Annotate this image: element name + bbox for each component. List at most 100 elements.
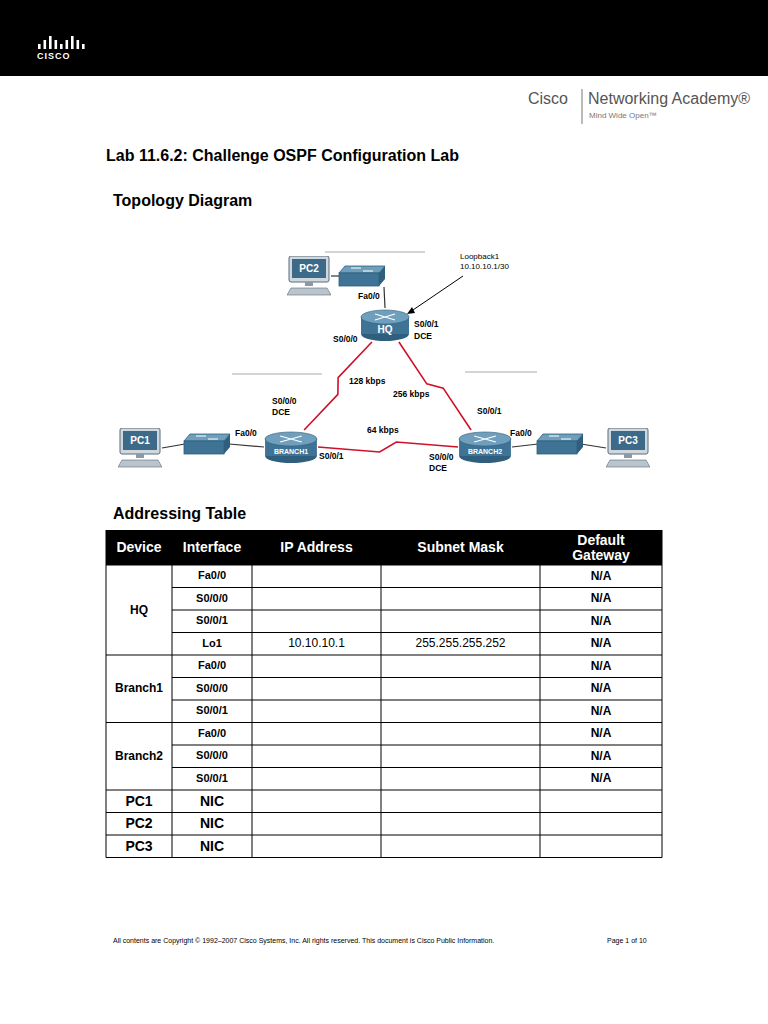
rect-shape — [82, 44, 85, 49]
device-cell: Branch1 — [106, 655, 172, 723]
router-icon: BRANCH1 — [264, 430, 318, 464]
rect-shape — [71, 36, 74, 49]
line-shape — [106, 565, 662, 566]
line-shape — [172, 610, 662, 611]
device-cell: PC2 — [106, 813, 172, 836]
device-cell: PC3 — [106, 835, 172, 858]
interface-cell: Fa0/0 — [172, 565, 252, 588]
cisco-logo-bars — [38, 36, 85, 49]
line-shape — [172, 530, 173, 858]
address-blank-lines — [232, 252, 537, 374]
line-shape — [581, 444, 606, 448]
port-label: Fa0/0 — [509, 429, 533, 439]
table-header-band — [106, 530, 662, 565]
interface-cell: NIC — [172, 813, 252, 836]
line-shape — [384, 287, 385, 308]
gateway-cell: N/A — [540, 633, 662, 656]
line-shape — [106, 857, 662, 858]
ip-cell: 10.10.10.1 — [252, 633, 381, 656]
rect-shape — [77, 40, 80, 49]
gateway-cell: N/A — [540, 678, 662, 701]
table-header-cell: Interface — [172, 530, 252, 565]
line-shape — [106, 655, 662, 656]
ip-address: 10.10.10.1/30 — [460, 262, 509, 271]
line-shape — [172, 677, 662, 678]
rect-shape — [44, 40, 47, 49]
switch-icon — [537, 434, 583, 454]
router-icon: BRANCH2 — [458, 430, 512, 464]
rect-shape — [66, 40, 69, 49]
gateway-cell: N/A — [540, 588, 662, 611]
pc-drawing — [287, 256, 331, 296]
line-shape — [106, 835, 662, 836]
interface-cell: S0/0/0 — [172, 678, 252, 701]
port-label: Fa0/0 — [234, 429, 258, 439]
ellipse-shape — [361, 310, 409, 324]
gateway-cell: N/A — [540, 723, 662, 746]
line-shape — [381, 530, 382, 858]
link-speed: 128 kbps — [348, 377, 386, 387]
interface-cell: S0/0/1 — [172, 610, 252, 633]
pc-name: PC2 — [287, 259, 331, 278]
router-icon: HQ — [360, 308, 410, 342]
brand-name: Cisco — [528, 90, 568, 108]
pc-name: PC1 — [118, 431, 162, 450]
interface-cell: S0/0/0 — [172, 588, 252, 611]
pc-drawing — [606, 428, 650, 468]
gateway-cell: N/A — [540, 565, 662, 588]
line-shape — [465, 372, 537, 373]
port-label: S0/0/1 — [318, 452, 345, 462]
router-drawing — [264, 430, 318, 464]
polygon-shape — [606, 460, 650, 467]
serial-link — [399, 342, 471, 430]
section-heading: Addressing Table — [113, 505, 246, 523]
page-number: Page 1 of 10 — [607, 937, 647, 945]
ellipse-shape — [459, 432, 511, 446]
line-shape — [512, 444, 538, 447]
rect-shape — [38, 44, 41, 49]
line-shape — [106, 722, 662, 723]
device-cell: HQ — [106, 565, 172, 655]
interface-cell: NIC — [172, 790, 252, 813]
gateway-cell: N/A — [540, 745, 662, 768]
pc-drawing — [118, 428, 162, 468]
dce-label: DCE — [428, 464, 448, 474]
pc-icon: PC2 — [287, 256, 331, 296]
pc-name: PC3 — [606, 431, 650, 450]
port-label: S0/0/1 — [413, 320, 440, 330]
router-name: BRANCH1 — [264, 443, 318, 459]
line-shape — [172, 587, 662, 588]
interface-cell: Fa0/0 — [172, 655, 252, 678]
port-label: Fa0/0 — [357, 292, 381, 302]
rect-shape — [305, 282, 313, 286]
header-bar — [0, 0, 768, 76]
gateway-cell: N/A — [540, 700, 662, 723]
lab-title: Lab 11.6.2: Challenge OSPF Configuration… — [106, 147, 459, 165]
interface-cell: S0/0/0 — [172, 745, 252, 768]
polygon-shape — [287, 288, 331, 295]
line-shape — [229, 444, 264, 447]
header-separator — [582, 89, 583, 124]
ellipse-shape — [265, 432, 317, 446]
polygon-shape — [407, 307, 415, 314]
table-header-cell: Device — [106, 530, 172, 565]
pc-icon: PC1 — [118, 428, 162, 468]
device-cell: PC1 — [106, 790, 172, 813]
table-header-cell: IP Address — [252, 530, 381, 565]
interface-cell: S0/0/1 — [172, 700, 252, 723]
line-shape — [232, 374, 322, 375]
path-shape — [280, 436, 302, 442]
line-shape — [162, 444, 185, 448]
gateway-cell: N/A — [540, 655, 662, 678]
port-label: S0/0/1 — [476, 407, 503, 417]
gateway-cell: N/A — [540, 610, 662, 633]
switch-icon — [184, 434, 230, 454]
path-shape — [375, 314, 395, 320]
serial-link — [318, 442, 458, 452]
path-shape — [474, 436, 496, 442]
interface-cell: S0/0/1 — [172, 768, 252, 791]
switch-icon — [339, 266, 385, 286]
interface-cell: Fa0/0 — [172, 723, 252, 746]
router-name: HQ — [360, 321, 410, 337]
